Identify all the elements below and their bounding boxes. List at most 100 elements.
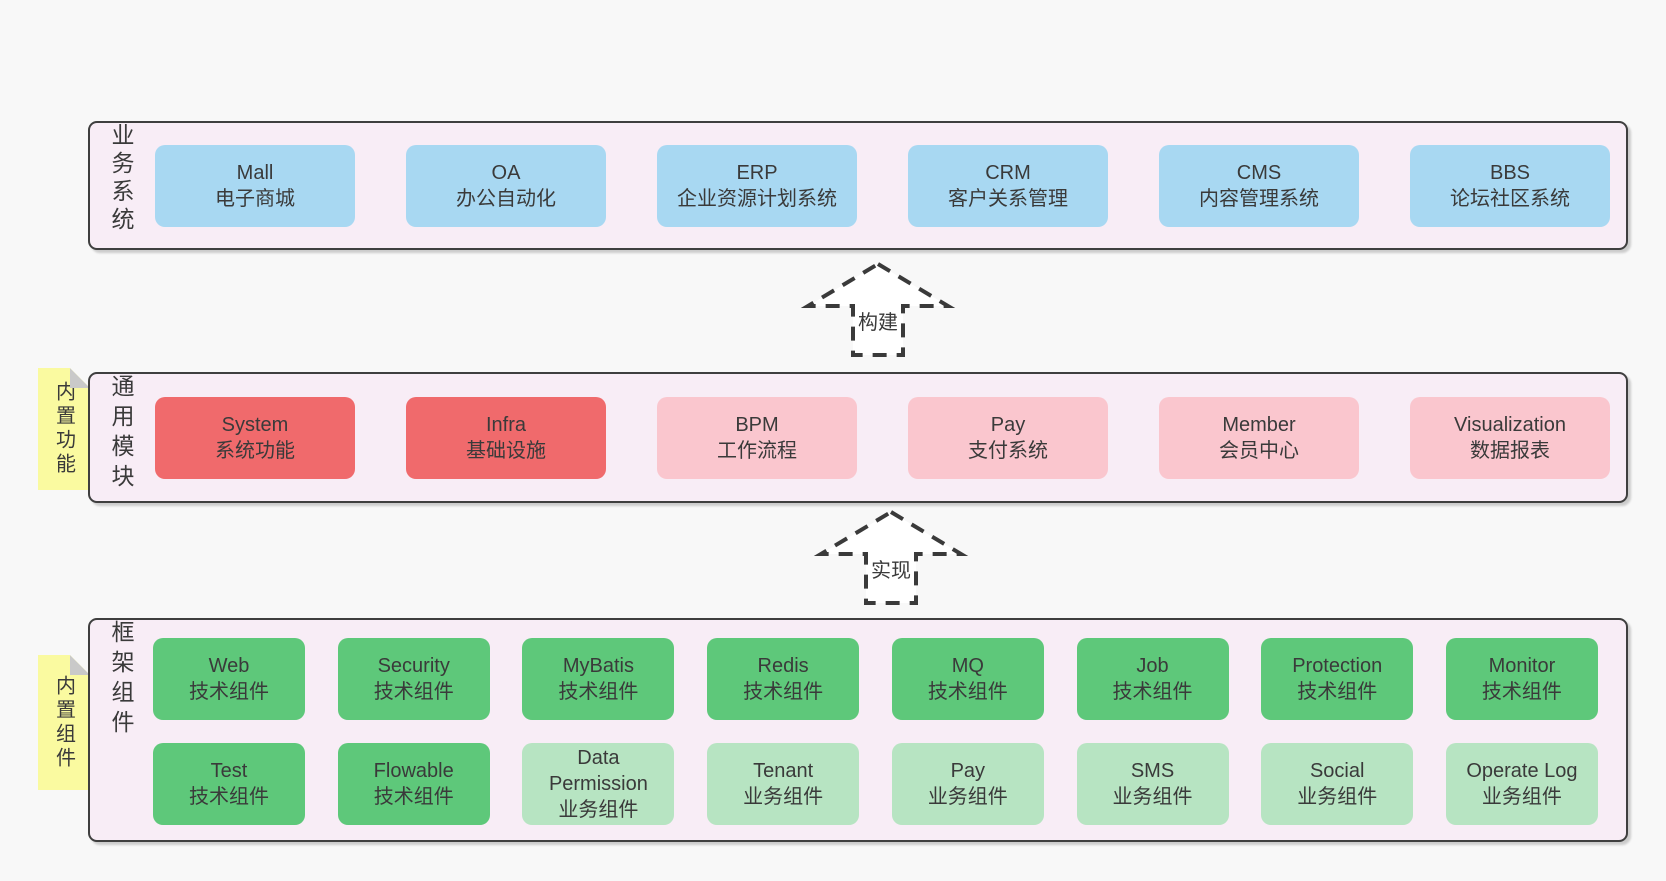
box-mall: Mall 电子商城 xyxy=(155,144,355,227)
box-protection: Protection 技术组件 xyxy=(1261,638,1414,720)
box-desc: 技术组件 xyxy=(189,786,269,808)
box-name: Protection xyxy=(1292,655,1383,677)
box-row: Test 技术组件 Flowable 技术组件 Data Permission … xyxy=(153,743,1598,825)
box-name: Tenant xyxy=(753,760,814,782)
box-name: System xyxy=(221,413,289,436)
box-desc: 业务组件 xyxy=(1297,786,1378,808)
box-desc: 企业资源计划系统 xyxy=(677,187,837,210)
tag-built-in-components: 内置组件 xyxy=(38,655,90,790)
box-bbs: BBS 论坛社区系统 xyxy=(1410,144,1610,227)
box-desc: 办公自动化 xyxy=(456,187,556,210)
box-name: Data Permission xyxy=(548,747,648,795)
box-row: System 系统功能 Infra 基础设施 BPM 工作流程 Pay 支付系统… xyxy=(155,374,1610,501)
box-desc: 会员中心 xyxy=(1219,439,1299,462)
band-label: 业务系统 xyxy=(108,123,134,235)
box-name: CRM xyxy=(985,161,1031,184)
box-desc: 工作流程 xyxy=(717,439,797,462)
box-name: Pay xyxy=(950,760,986,782)
box-desc: 内容管理系统 xyxy=(1199,187,1319,210)
box-member: Member 会员中心 xyxy=(1159,396,1359,479)
box-desc: 技术组件 xyxy=(1112,681,1193,703)
box-name: Member xyxy=(1222,413,1296,436)
box-name: SMS xyxy=(1130,760,1175,782)
box-name: Operate Log xyxy=(1466,760,1578,782)
tag-label: 内置功能 xyxy=(52,381,75,477)
folded-corner xyxy=(70,368,90,388)
box-web: Web 技术组件 xyxy=(153,638,305,720)
box-test: Test 技术组件 xyxy=(153,743,305,825)
band-common-modules: 通用模块 System 系统功能 Infra 基础设施 BPM 工作流程 Pay… xyxy=(88,372,1628,503)
box-desc: 技术组件 xyxy=(373,681,454,703)
box-name: ERP xyxy=(736,161,778,184)
arrow-label: 实现 xyxy=(868,554,914,583)
box-operate-log: Operate Log 业务组件 xyxy=(1445,743,1598,825)
box-data-permission: Data Permission 业务组件 xyxy=(522,743,675,825)
box-desc: 技术组件 xyxy=(743,681,824,703)
arrow-label: 构建 xyxy=(855,306,901,335)
box-name: Social xyxy=(1309,760,1365,782)
box-oa: OA 办公自动化 xyxy=(406,144,606,227)
arrow-implement: 实现 xyxy=(813,509,969,606)
box-mq: MQ 技术组件 xyxy=(891,638,1044,720)
box-desc: 支付系统 xyxy=(968,439,1048,462)
box-bpm: BPM 工作流程 xyxy=(657,396,857,479)
box-name: Monitor xyxy=(1488,655,1556,677)
box-infra: Infra 基础设施 xyxy=(406,396,606,479)
box-system: System 系统功能 xyxy=(155,396,355,479)
box-name: BPM xyxy=(735,413,779,436)
box-desc: 业务组件 xyxy=(743,786,824,808)
box-sms: SMS 业务组件 xyxy=(1076,743,1229,825)
box-cms: CMS 内容管理系统 xyxy=(1159,144,1359,227)
box-name: Infra xyxy=(485,413,527,436)
box-name: MQ xyxy=(951,655,984,677)
box-job: Job 技术组件 xyxy=(1076,638,1229,720)
box-name: Redis xyxy=(757,655,809,677)
box-name: CMS xyxy=(1236,161,1282,184)
tag-label: 内置组件 xyxy=(52,674,75,771)
box-desc: 技术组件 xyxy=(927,681,1008,703)
box-desc: 技术组件 xyxy=(189,681,269,703)
box-desc: 业务组件 xyxy=(1481,786,1562,808)
box-name: Security xyxy=(377,655,450,677)
box-name: Web xyxy=(208,655,250,677)
box-pay: Pay 支付系统 xyxy=(908,396,1108,479)
box-desc: 技术组件 xyxy=(373,786,454,808)
band-label: 框架组件 xyxy=(108,620,134,740)
box-desc: 基础设施 xyxy=(466,439,546,462)
folded-corner xyxy=(70,655,90,675)
band-business-systems: 业务系统 Mall 电子商城 OA 办公自动化 ERP 企业资源计划系统 CRM… xyxy=(88,121,1628,250)
box-desc: 技术组件 xyxy=(1297,681,1378,703)
box-mybatis: MyBatis 技术组件 xyxy=(522,638,675,720)
box-name: Visualization xyxy=(1454,413,1566,436)
box-row: Mall 电子商城 OA 办公自动化 ERP 企业资源计划系统 CRM 客户关系… xyxy=(155,123,1610,248)
box-social: Social 业务组件 xyxy=(1261,743,1414,825)
box-desc: 系统功能 xyxy=(215,439,295,462)
box-desc: 客户关系管理 xyxy=(948,187,1068,210)
box-pay-biz: Pay 业务组件 xyxy=(891,743,1044,825)
box-name: Flowable xyxy=(373,760,454,782)
tag-built-in-features: 内置功能 xyxy=(38,368,90,490)
box-visualization: Visualization 数据报表 xyxy=(1410,396,1610,479)
box-name: Mall xyxy=(236,161,274,184)
box-name: OA xyxy=(491,161,521,184)
box-name: Pay xyxy=(990,413,1026,436)
arrow-build: 构建 xyxy=(800,261,956,358)
box-name: Job xyxy=(1136,655,1169,677)
box-desc: 业务组件 xyxy=(1112,786,1193,808)
box-grid: Web 技术组件 Security 技术组件 MyBatis 技术组件 Redi… xyxy=(153,638,1598,825)
box-erp: ERP 企业资源计划系统 xyxy=(657,144,857,227)
box-name: MyBatis xyxy=(562,655,634,677)
box-flowable: Flowable 技术组件 xyxy=(337,743,490,825)
box-name: Test xyxy=(210,760,248,782)
band-framework-components: 框架组件 Web 技术组件 Security 技术组件 MyBatis 技术组件… xyxy=(88,618,1628,842)
box-redis: Redis 技术组件 xyxy=(707,638,860,720)
box-crm: CRM 客户关系管理 xyxy=(908,144,1108,227)
box-row: Web 技术组件 Security 技术组件 MyBatis 技术组件 Redi… xyxy=(153,638,1598,720)
box-tenant: Tenant 业务组件 xyxy=(707,743,860,825)
box-desc: 业务组件 xyxy=(927,786,1008,808)
box-desc: 业务组件 xyxy=(558,799,639,821)
box-monitor: Monitor 技术组件 xyxy=(1445,638,1598,720)
band-label: 通用模块 xyxy=(108,374,134,494)
box-desc: 技术组件 xyxy=(1481,681,1562,703)
